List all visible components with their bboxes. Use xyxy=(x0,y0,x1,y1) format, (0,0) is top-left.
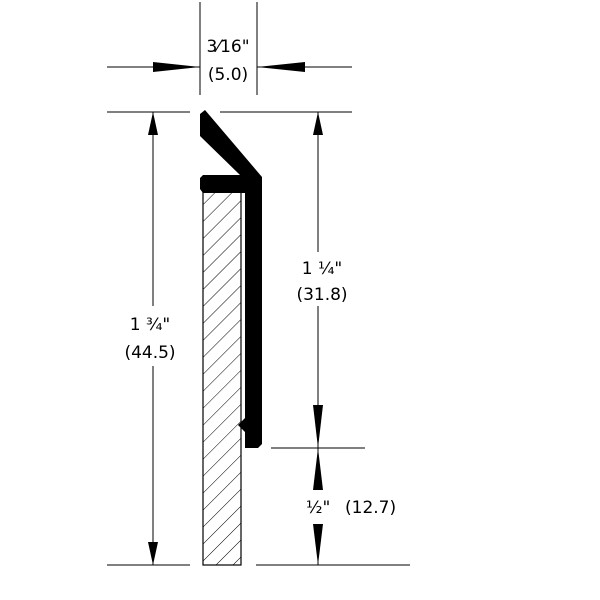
lower-height-metric-label: (12.7) xyxy=(345,498,396,518)
arrow-down-icon xyxy=(313,524,323,565)
trim-profile xyxy=(200,110,262,448)
lower-height-imperial-label: ½" xyxy=(306,498,330,518)
arrow-down-icon xyxy=(313,405,323,448)
wall-section-hatched xyxy=(202,191,242,566)
arrow-left-icon xyxy=(257,62,305,72)
arrow-right-icon xyxy=(153,62,200,72)
width-imperial-label: 3⁄16" xyxy=(206,37,249,57)
arrow-up-icon xyxy=(313,112,323,135)
arrow-up-icon xyxy=(148,112,158,135)
overall-height-imperial-label: 1 ¾" xyxy=(130,315,171,335)
overall-height-metric-label: (44.5) xyxy=(124,343,175,363)
arrow-up-icon xyxy=(313,448,323,490)
arrow-down-icon xyxy=(148,542,158,565)
width-metric-label: (5.0) xyxy=(208,65,248,85)
upper-height-imperial-label: 1 ¼" xyxy=(302,259,343,279)
upper-height-metric-label: (31.8) xyxy=(296,285,347,305)
